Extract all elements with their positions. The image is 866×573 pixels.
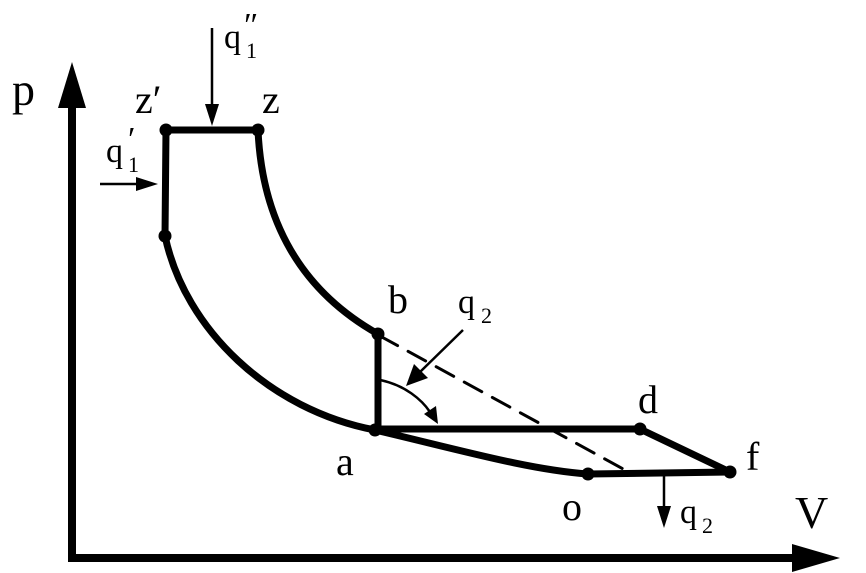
- line-z-prime-c: [161, 126, 170, 240]
- x-axis-arrowhead: [792, 544, 840, 572]
- arrow-q1-double-prime-head: [205, 104, 219, 126]
- label-point-z: z: [262, 77, 280, 122]
- label-q1-double-prime-sub: 1: [246, 38, 257, 63]
- label-q2-lower-sub: 2: [702, 513, 713, 538]
- label-q2-upper-sub: 2: [481, 303, 492, 328]
- cycle-points: [158, 123, 737, 481]
- point-z-prime: [159, 123, 173, 137]
- label-q1-prime: q 1 ′: [106, 121, 139, 177]
- point-z: [251, 123, 265, 137]
- point-c: [158, 229, 172, 243]
- y-axis-label: p: [12, 64, 35, 115]
- point-b: [371, 327, 385, 341]
- label-point-z-prime: z′: [135, 77, 162, 122]
- arrow-q2-curve-shaft: [379, 378, 432, 413]
- label-q2-upper-base: q: [458, 284, 475, 321]
- line-o-f: [584, 468, 734, 478]
- cycle-lines: [161, 126, 734, 478]
- curve-expansion: [254, 126, 382, 338]
- label-q1-double-prime-mark: ″: [244, 7, 258, 44]
- x-axis-label: V: [795, 487, 828, 538]
- curve-compression: [161, 232, 379, 434]
- y-axis-arrowhead: [58, 62, 86, 108]
- label-point-d: d: [638, 377, 658, 422]
- label-q1-prime-base: q: [106, 133, 123, 170]
- label-q2-lower-base: q: [680, 494, 697, 531]
- point-f: [723, 465, 737, 479]
- arrow-q1-prime-head: [136, 177, 158, 191]
- label-q2-upper: q 2: [458, 284, 492, 328]
- curve-a-o: [371, 426, 592, 478]
- line-d-f: [636, 425, 734, 476]
- point-a: [368, 423, 382, 437]
- arrow-q2-upper-head: [406, 364, 428, 386]
- dashed-line-b-f: [378, 334, 627, 472]
- label-q2-lower: q 2: [680, 494, 713, 538]
- arrow-q2-upper-shaft: [419, 329, 464, 373]
- point-o: [581, 467, 595, 481]
- label-point-a: a: [336, 439, 354, 484]
- label-point-b: b: [388, 277, 408, 322]
- point-d: [633, 422, 647, 436]
- label-point-f: f: [746, 434, 760, 479]
- label-q1-double-prime: q 1 ″: [224, 7, 258, 63]
- arrow-q2-curve-head: [424, 406, 438, 424]
- label-point-o: o: [562, 484, 582, 529]
- heat-arrows: [100, 28, 671, 528]
- axes: [58, 62, 840, 572]
- label-q1-prime-mark: ′: [128, 121, 135, 158]
- label-q1-double-prime-base: q: [224, 19, 241, 56]
- arrow-q2-lower-head: [657, 506, 671, 528]
- label-q1-prime-sub: 1: [128, 152, 139, 177]
